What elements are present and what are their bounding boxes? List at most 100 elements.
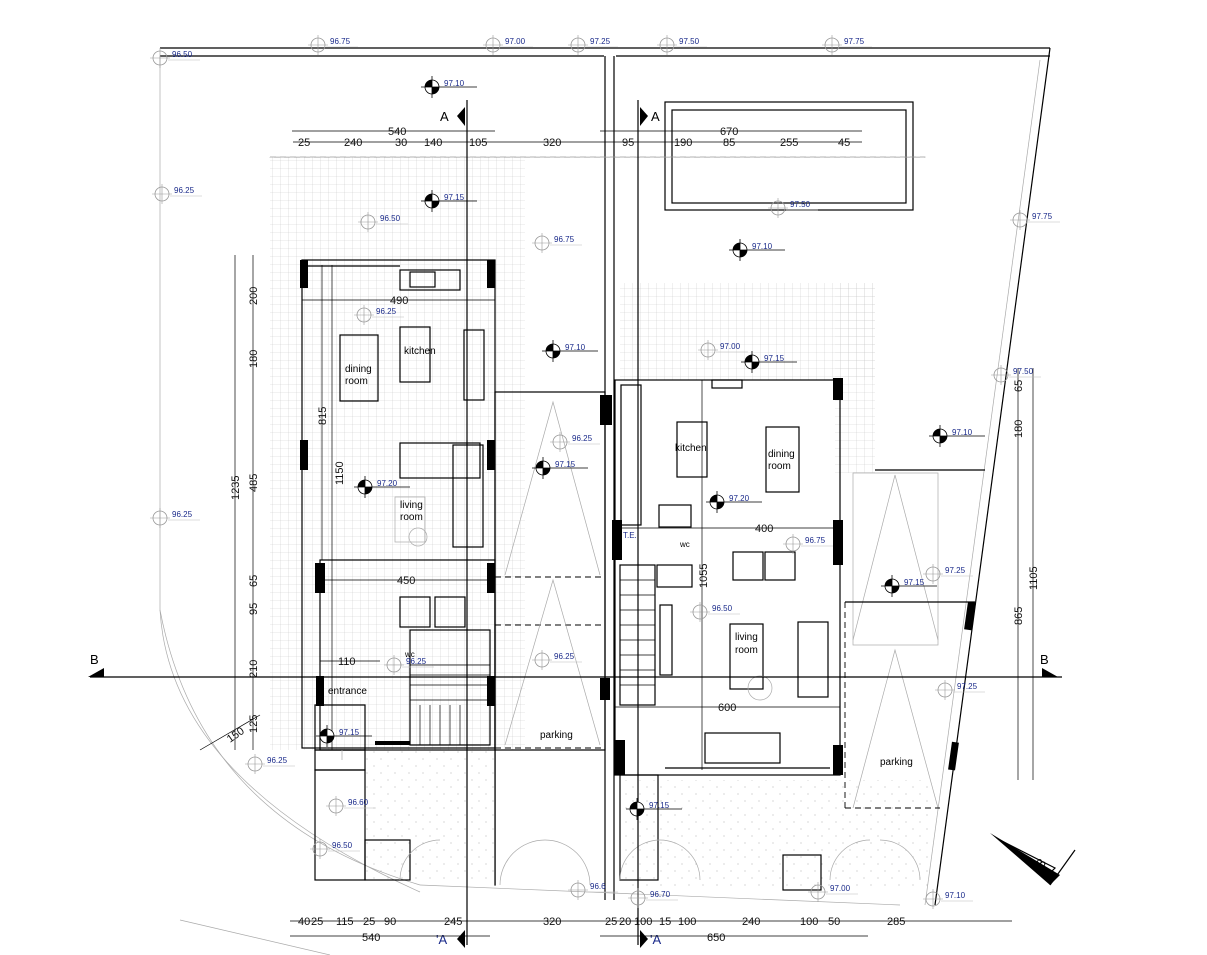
spot-level: 97.15 (421, 190, 477, 212)
spot-level: 97.10 (729, 239, 785, 261)
level-marker-line (421, 76, 477, 98)
room-label: room (345, 376, 368, 387)
room-label: parking (880, 757, 913, 768)
level-value: 97.20 (377, 479, 398, 488)
north-arrow: B (990, 833, 1076, 886)
spot-level: 97.20 (354, 476, 410, 498)
level-crosshair (657, 35, 677, 55)
spot-level: 96.75 (532, 233, 582, 253)
right-house (600, 378, 921, 891)
room-label: parking (540, 730, 573, 741)
dimension-label: 25 (311, 916, 323, 928)
level-crosshair (483, 35, 503, 55)
section-marker-a-bottom-right: 'A (650, 932, 661, 947)
level-value: 97.25 (590, 37, 611, 46)
dimension-label: 15 (659, 916, 671, 928)
spot-level: 96.75 (308, 35, 358, 55)
room-label: kitchen (404, 346, 436, 357)
dimension-label: 25 (298, 137, 310, 149)
spot-level: 97.20 (706, 491, 762, 513)
level-marker-line (354, 476, 410, 498)
level-value: 97.15 (649, 801, 670, 810)
level-value: 97.25 (957, 682, 978, 691)
room-label: kitchen (675, 443, 707, 454)
left-paving (365, 750, 495, 880)
level-crosshair (384, 655, 404, 675)
level-crosshair (698, 340, 718, 360)
right-paving (620, 780, 930, 890)
dimension-label: 50 (828, 916, 840, 928)
level-value: 97.10 (752, 242, 773, 251)
spot-level: 96.25 (245, 754, 295, 774)
level-value: 97.50 (1013, 367, 1034, 376)
spot-level: 96.50 (690, 602, 740, 622)
level-value: 96.75 (805, 536, 826, 545)
dimension-label: 25 (363, 916, 375, 928)
level-value: 96.50 (380, 214, 401, 223)
dimension-label: 485 (248, 474, 260, 492)
level-marker-line (881, 575, 937, 597)
spot-level: 97.15 (741, 351, 797, 373)
dimension-label: 210 (248, 660, 260, 678)
level-value: 96.25 (174, 186, 195, 195)
dimension-label: 1105 (1028, 566, 1040, 590)
dimension-label: 1055 (698, 564, 710, 588)
spot-level: 96.75 (783, 534, 833, 554)
level-crosshair (808, 882, 828, 902)
dimension-label: 650 (707, 932, 725, 944)
level-value: 97.75 (844, 37, 865, 46)
level-crosshair (532, 233, 552, 253)
level-value: 96.25 (554, 652, 575, 661)
dimension-label: 240 (742, 916, 760, 928)
level-marker-line (729, 239, 785, 261)
dimension-label: 90 (384, 916, 396, 928)
dimension-label: 240 (344, 137, 362, 149)
dimension-label: 100 (678, 916, 696, 928)
room-label: living (735, 632, 758, 643)
level-crosshair (568, 35, 588, 55)
section-marker-b-right: B (1040, 652, 1049, 667)
dimension-label: 600 (718, 702, 736, 714)
section-marker-a-top-left: A (440, 109, 449, 124)
spot-level: 97.50 (768, 198, 818, 218)
dimension-label: 95 (248, 603, 260, 615)
spot-level: 96.25 (354, 305, 404, 325)
dimension-label: 125 (248, 715, 260, 733)
spot-level: 97.00 (808, 882, 858, 902)
spot-level: 97.15 (532, 457, 588, 479)
room-label: dining (345, 364, 372, 375)
level-crosshair (568, 880, 588, 900)
dimension-label: 450 (397, 575, 415, 587)
dimension-label: 45 (838, 137, 850, 149)
dimension-label: 190 (674, 137, 692, 149)
level-crosshair (354, 305, 374, 325)
room-label: room (400, 512, 423, 523)
level-marker-line (316, 725, 372, 747)
dimension-label: 180 (248, 350, 260, 368)
level-crosshair (991, 365, 1011, 385)
level-value: 97.50 (790, 200, 811, 209)
level-crosshair (628, 888, 648, 908)
dimension-label: 865 (1013, 607, 1025, 625)
dimension-label: 40 (298, 916, 310, 928)
level-value: 97.00 (505, 37, 526, 46)
level-marker-line (741, 351, 797, 373)
level-marker-line (421, 190, 477, 212)
level-crosshair (150, 48, 170, 68)
spot-level: 96.25 (384, 655, 434, 675)
level-value: 97.00 (830, 884, 851, 893)
level-crosshair (152, 184, 172, 204)
dimension-label: 490 (390, 295, 408, 307)
level-value: 97.10 (952, 428, 973, 437)
level-crosshair (690, 602, 710, 622)
level-value: 96.25 (572, 434, 593, 443)
section-marker-a-top-right: A (651, 109, 660, 124)
level-marker-fill (733, 243, 747, 257)
spot-level: 97.25 (923, 564, 973, 584)
dimension-label: 400 (755, 523, 773, 535)
level-value: 96.50 (332, 841, 353, 850)
level-value: 97.15 (444, 193, 465, 202)
spot-level: 96.6 (568, 880, 618, 900)
level-marker-fill (745, 355, 759, 369)
dimension-label: 30 (395, 137, 407, 149)
